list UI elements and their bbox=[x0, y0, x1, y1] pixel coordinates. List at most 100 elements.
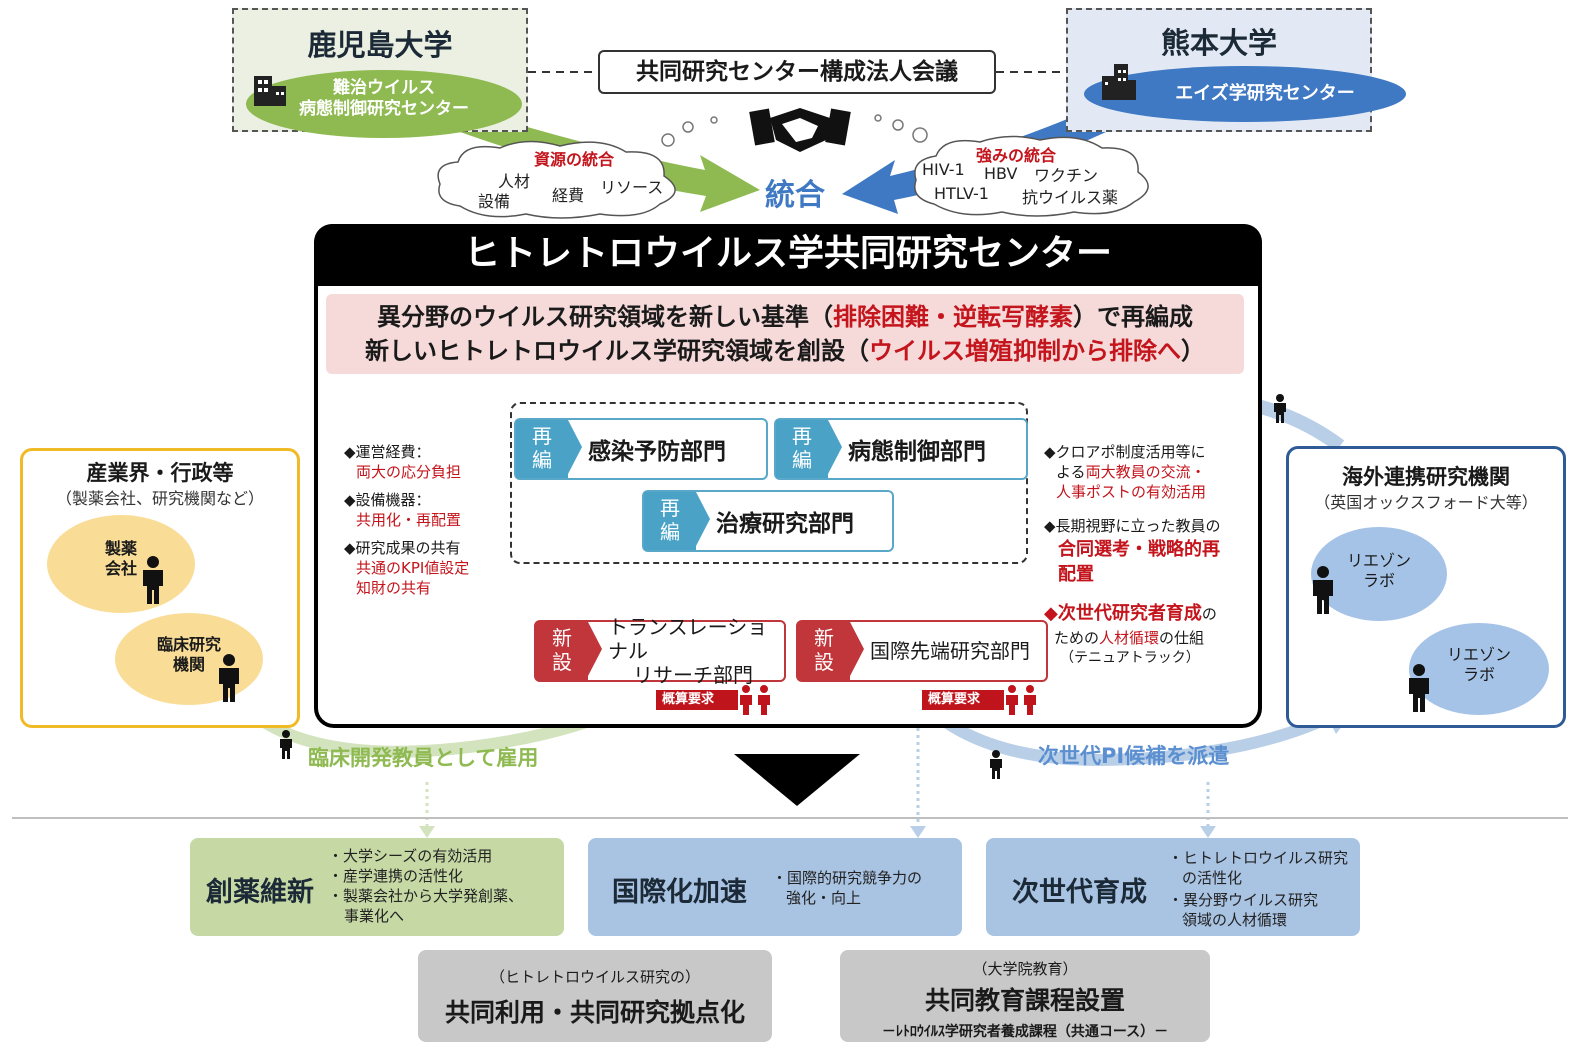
note-next-gen-line3: （テニュアトラック） bbox=[1060, 650, 1200, 666]
reorg-tag: 再編 bbox=[516, 420, 568, 478]
person-icon bbox=[280, 730, 292, 759]
down-triangle bbox=[734, 754, 860, 806]
tag-char: 編 bbox=[792, 448, 812, 472]
strength-word: HIV-1 bbox=[922, 160, 965, 179]
mission-text: 新しいヒトレトロウイルス学研究領域を創設（ bbox=[365, 337, 869, 365]
outcome-title: 国際化加速 bbox=[612, 877, 747, 908]
note-next-gen: ◆次世代研究者育成の bbox=[1044, 604, 1217, 624]
outcome-note: ・異分野ウイルス研究 bbox=[1168, 891, 1319, 909]
people-icon bbox=[740, 685, 770, 715]
liaison-lab-blob: リエゾン ラボ bbox=[1311, 527, 1447, 621]
mission-highlight: ウイルス増殖抑制から排除へ bbox=[869, 337, 1181, 365]
dept-name: 治療研究部門 bbox=[716, 511, 854, 537]
blob-label: 機関 bbox=[172, 655, 205, 674]
education-note: －ﾚﾄﾛｳｲﾙｽ学研究者養成課程（共通コース）－ bbox=[881, 1024, 1169, 1040]
mission-text: 異分野のウイルス研究領域を新しい基準（ bbox=[377, 303, 833, 331]
blob-label: ラボ bbox=[1462, 665, 1495, 684]
note-results-detail: 知財の共有 bbox=[356, 579, 432, 597]
outcome-note: の活性化 bbox=[1182, 869, 1243, 887]
building-icon bbox=[1102, 64, 1136, 100]
pharma-company-blob: 製薬 会社 bbox=[47, 515, 195, 613]
mission-line-2: 新しいヒトレトロウイルス学研究領域を創設（ウイルス増殖抑制から排除へ） bbox=[326, 334, 1244, 368]
outcome-note: 事業化へ bbox=[344, 907, 405, 925]
outcome-title: 次世代育成 bbox=[1012, 877, 1147, 908]
shared-hub-subtitle: （ヒトレトロウイルス研究の） bbox=[489, 968, 700, 986]
note-joint-selection: ◆長期視野に立った教員の bbox=[1044, 517, 1221, 535]
dept-translational-research: 新設 トランスレーショナル リサーチ部門 bbox=[534, 615, 786, 687]
outcome-note: 領域の人材循環 bbox=[1182, 911, 1288, 929]
reorg-tag: 再編 bbox=[776, 420, 828, 478]
blob-label: リエゾン bbox=[1446, 645, 1511, 664]
note-text: ための bbox=[1054, 629, 1100, 647]
industry-subtitle: （製薬会社、研究機関など） bbox=[55, 489, 264, 508]
clinical-hire-label: 臨床開発教員として雇用 bbox=[308, 746, 539, 770]
outcome-note: ・製薬会社から大学発創薬、 bbox=[328, 887, 524, 905]
research-center-title: ヒトレトロウイルス学共同研究センター bbox=[314, 224, 1262, 286]
tag-char: 編 bbox=[532, 448, 552, 472]
note-equipment-detail: 共用化・再配置 bbox=[356, 511, 462, 529]
resource-cloud-title: 資源の統合 bbox=[534, 150, 615, 169]
blob-label: 臨床研究 bbox=[156, 635, 221, 654]
person-icon bbox=[143, 556, 163, 604]
council-box: 共同研究センター構成法人会議 bbox=[598, 50, 996, 94]
blob-label: 製薬 bbox=[104, 539, 137, 558]
overseas-subtitle: （英国オックスフォード大等） bbox=[1314, 493, 1538, 512]
tag-char: 新 bbox=[814, 626, 834, 650]
dept-name: 病態制御部門 bbox=[848, 439, 986, 465]
strength-cloud-title: 強みの統合 bbox=[976, 146, 1057, 165]
tag-char: 新 bbox=[552, 626, 572, 650]
resource-word: 人材 bbox=[498, 172, 531, 191]
tag-char: 設 bbox=[814, 650, 834, 674]
dept-name-line: トランスレーショナル bbox=[608, 615, 768, 663]
strength-word: HTLV-1 bbox=[934, 184, 989, 203]
resource-word: 設備 bbox=[478, 192, 511, 211]
note-next-gen-line2: ための人材循環の仕組 bbox=[1054, 628, 1204, 648]
section-divider bbox=[12, 817, 1568, 819]
reorg-tag: 再編 bbox=[644, 492, 696, 550]
people-icon bbox=[1006, 685, 1036, 715]
kagoshima-university-name: 鹿児島大学 bbox=[307, 28, 453, 62]
tag-char: 再 bbox=[660, 496, 680, 520]
note-highlight: 両大教員の交流・ bbox=[1085, 463, 1206, 481]
mission-highlight: 排除困難・逆転写酵素 bbox=[833, 303, 1073, 331]
mission-text: ） bbox=[1181, 337, 1205, 365]
integration-label: 統合 bbox=[765, 178, 825, 213]
liaison-lab-blob: リエゾン ラボ bbox=[1409, 623, 1549, 715]
tag-char: 再 bbox=[532, 424, 552, 448]
dept-name: 国際先端研究部門 bbox=[870, 639, 1030, 663]
new-tag: 新設 bbox=[798, 622, 850, 680]
kagoshima-center-line2: 病態制御研究センター bbox=[299, 99, 469, 119]
note-text: の仕組 bbox=[1159, 629, 1205, 647]
tag-char: 設 bbox=[552, 650, 572, 674]
note-cross-appointment-line3: 人事ポストの有効活用 bbox=[1056, 483, 1207, 501]
mission-line-1: 異分野のウイルス研究領域を新しい基準（排除困難・逆転写酵素）で再編成 bbox=[326, 300, 1244, 334]
outcome-title: 創薬維新 bbox=[206, 877, 314, 908]
outcome-note: ・産学連携の活性化 bbox=[328, 867, 464, 885]
kumamoto-center-label: エイズ学研究センター bbox=[1175, 83, 1355, 104]
outcome-internationalization: 国際化加速 ・国際的研究競争力の 強化・向上 bbox=[588, 838, 962, 936]
education-title: 共同教育課程設置 bbox=[924, 986, 1125, 1015]
pi-dispatch-label: 次世代PI候補を派遣 bbox=[1038, 744, 1230, 768]
note-results-detail: 共通のKPI値設定 bbox=[356, 559, 470, 577]
note-highlight: ◆次世代研究者育成 bbox=[1044, 603, 1202, 624]
outcome-note: 強化・向上 bbox=[786, 889, 862, 907]
note-text: よる bbox=[1056, 463, 1086, 481]
blob-label: ラボ bbox=[1362, 571, 1395, 590]
strength-word: 抗ウイルス薬 bbox=[1022, 188, 1119, 207]
tag-char: 再 bbox=[792, 424, 812, 448]
mission-text: ）で再編成 bbox=[1073, 303, 1193, 331]
strength-word: ワクチン bbox=[1034, 166, 1099, 185]
note-results-sharing: ◆研究成果の共有 bbox=[344, 539, 461, 557]
dept-treatment-research: 再編 治療研究部門 bbox=[642, 490, 894, 552]
budget-request-badge: 概算要求 bbox=[656, 690, 738, 710]
dept-name: トランスレーショナル リサーチ部門 bbox=[608, 615, 778, 687]
joint-education-box: （大学院教育） 共同教育課程設置 －ﾚﾄﾛｳｲﾙｽ学研究者養成課程（共通コース）… bbox=[840, 950, 1210, 1042]
kagoshima-center-ellipse: 難治ウイルス 病態制御研究センター bbox=[246, 70, 522, 138]
dept-pathology-control: 再編 病態制御部門 bbox=[774, 418, 1028, 480]
education-subtitle: （大学院教育） bbox=[972, 960, 1078, 978]
person-icon bbox=[1313, 566, 1333, 614]
person-icon bbox=[219, 654, 239, 702]
outcome-note: ・国際的研究競争力の bbox=[772, 869, 923, 887]
outcome-drug-discovery: 創薬維新 ・大学シーズの有効活用 ・産学連携の活性化 ・製薬会社から大学発創薬、… bbox=[190, 838, 564, 936]
tag-char: 編 bbox=[660, 520, 680, 544]
